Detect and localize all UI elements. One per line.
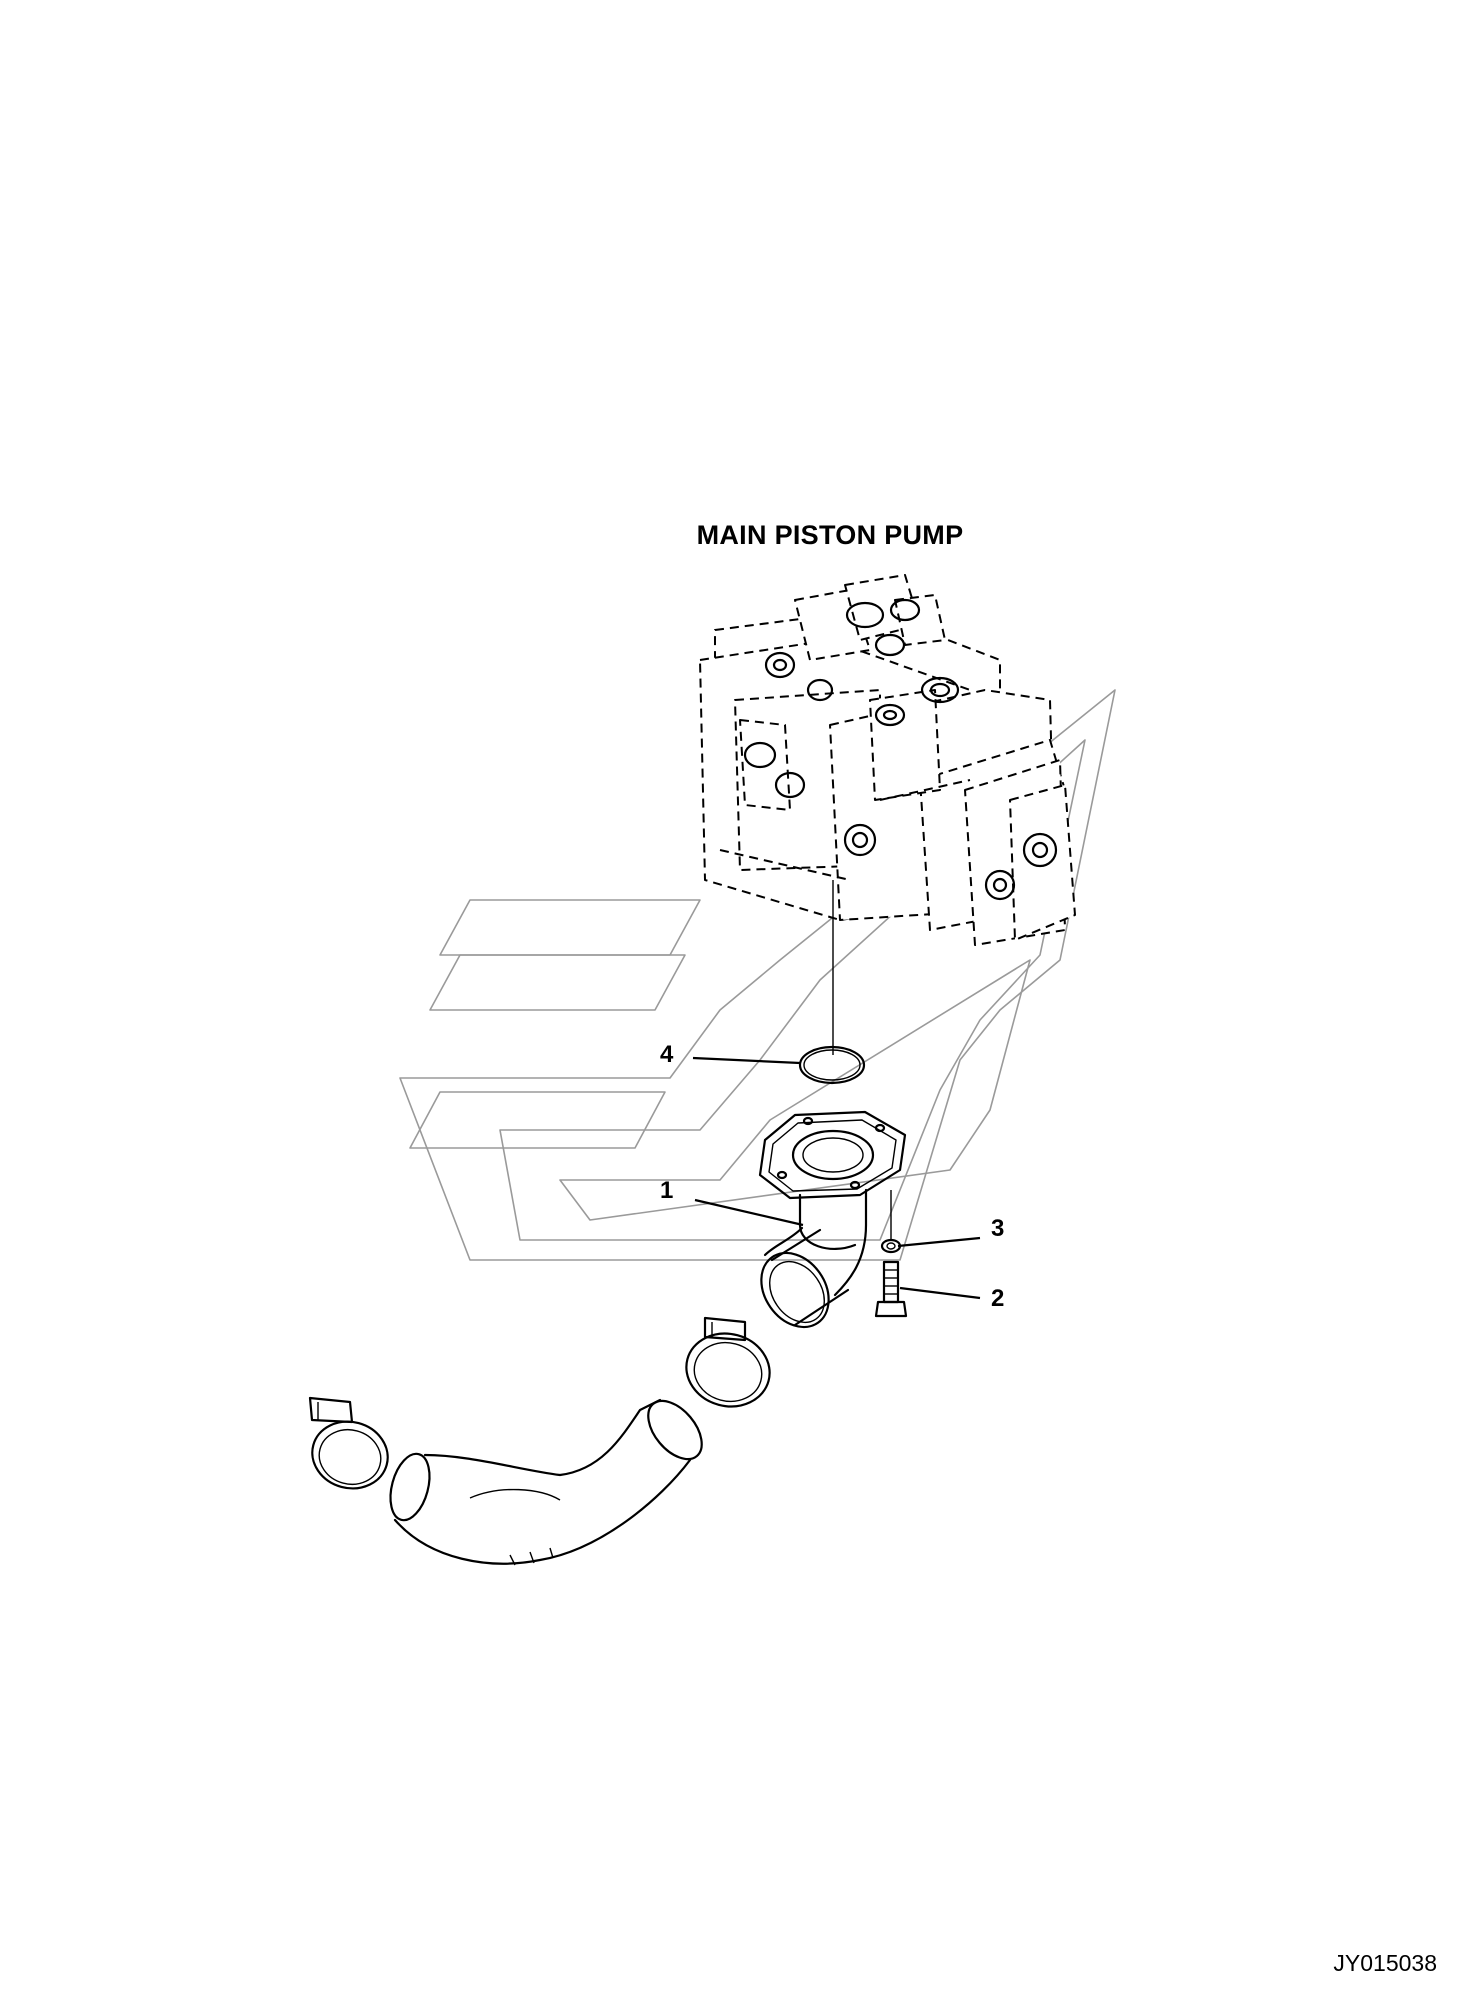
leader-line-2	[899, 1286, 981, 1300]
diagram-title: MAIN PISTON PUMP	[696, 520, 964, 550]
hose-clamp-lower	[308, 1396, 389, 1490]
bolt-part-2	[874, 1260, 908, 1318]
main-piston-pump	[699, 574, 1076, 946]
callout-part-1: 1	[660, 1177, 674, 1204]
watermark-logo	[399, 689, 1116, 1261]
callout-part-2: 2	[991, 1285, 1005, 1312]
callout-part-3: 3	[991, 1215, 1005, 1242]
callout-part-4: 4	[660, 1041, 674, 1068]
hose-clamp-upper	[685, 1316, 771, 1408]
leader-line-3	[897, 1236, 981, 1248]
leader-line-1	[694, 1198, 804, 1227]
leader-line-4	[692, 1056, 801, 1065]
hose	[389, 1398, 703, 1566]
elbow-flange-part-1	[758, 1110, 907, 1329]
document-reference-code: JY015038	[1333, 1950, 1437, 1976]
o-ring-part-4	[798, 1045, 866, 1085]
washer-part-3	[880, 1190, 902, 1254]
